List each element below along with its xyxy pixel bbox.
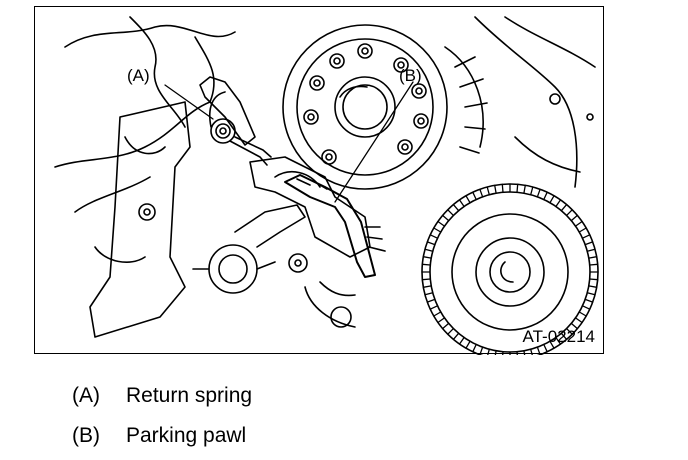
figure-frame: (A) (B) AT-02214	[34, 6, 604, 355]
drawing-code: AT-02214	[522, 327, 595, 346]
callout-b: (B)	[399, 66, 422, 85]
legend-label: Parking pawl	[126, 424, 247, 447]
legend-item-b: (B) Parking pawl	[72, 424, 246, 448]
legend-label: Return spring	[126, 384, 253, 407]
legend-item-a: (A) Return spring	[72, 384, 252, 408]
legend-key: (A)	[72, 384, 100, 407]
callout-a: (A)	[127, 66, 150, 85]
mechanism-drawing	[54, 16, 599, 355]
legend-key: (B)	[72, 424, 100, 447]
